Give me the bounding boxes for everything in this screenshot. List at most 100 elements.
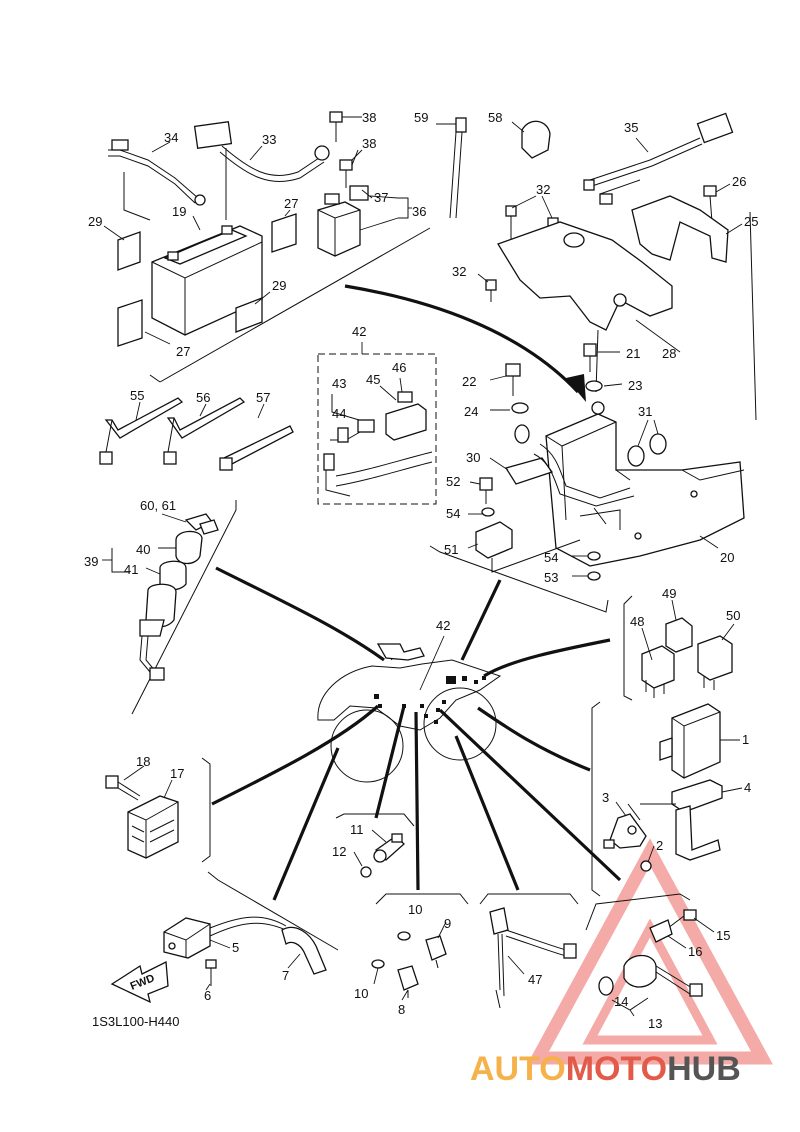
bolt-6 [205,959,217,969]
watermark-moto: MOTO [566,1050,667,1088]
callout-26: 26 [732,174,746,189]
callout-42-upper: 42 [352,324,366,339]
o-ring-12 [360,866,372,878]
bolt-18 [105,775,119,789]
grommet-31-a [627,445,645,467]
sub-harness-35 [583,112,734,205]
callout-55: 55 [130,388,144,403]
watermark-triangle-outer [527,838,773,1065]
callout-25: 25 [744,214,758,229]
callout-44: 44 [332,406,346,421]
callout-29-left: 29 [88,214,102,229]
callout-34: 34 [164,130,178,145]
callout-33: 33 [262,132,276,147]
relay-group [623,595,735,701]
ignition-group-border [131,500,237,715]
watermark-hub: HUB [667,1050,741,1088]
tray-group-border [429,545,609,613]
callout-16: 16 [688,944,702,959]
callout-51: 51 [444,542,458,557]
callout-52: 52 [446,474,460,489]
callout-57: 57 [256,390,270,405]
washer-54-lower [587,551,601,561]
sensor-11-group-border [335,813,415,827]
battery-group-border [159,227,431,383]
callout-35: 35 [624,120,638,135]
callout-43: 43 [332,376,346,391]
bolt-38-lower [339,149,359,188]
callout-48: 48 [630,614,644,629]
callout-37: 37 [374,190,388,205]
bolt-22 [505,363,521,377]
callout-38-upper: 38 [362,110,376,125]
flow-arrow-head [566,374,586,402]
callout-42-lower: 42 [436,618,450,633]
nut-2 [640,860,652,872]
starter-relay [317,185,369,257]
cable-tie-57 [223,425,294,467]
callout-49: 49 [662,586,676,601]
sensor-11-group [335,813,415,878]
ecu-bracket-4 [671,779,723,813]
sensors-8-9-10-group [371,893,469,1001]
watermark-auto: AUTO [470,1050,566,1088]
callout-13: 13 [648,1016,662,1031]
callout-50: 50 [726,608,740,623]
callout-54-upper: 54 [446,506,460,521]
cable-ties-group [99,397,294,471]
callout-5: 5 [232,940,239,955]
rectifier-group [105,757,211,863]
battery-cable-33 [221,145,323,176]
coil-group [163,871,339,991]
battery-group [108,111,431,383]
callout-27-upper: 27 [284,196,298,211]
callout-14: 14 [614,994,628,1009]
sensor-13-group-border [585,893,691,931]
grommet-31-b [649,433,667,455]
sensor-13-group [585,893,715,1017]
fuse-box-dashed-frame [317,353,437,505]
washer-23 [585,380,603,392]
callout-8: 8 [398,1002,405,1017]
callout-20: 20 [720,550,734,565]
fuse-46 [397,391,413,403]
callout-1: 1 [742,732,749,747]
relay-50 [697,635,733,681]
bolt-52 [479,477,493,491]
plug-cap-7 [281,926,327,975]
fuse-holder-45 [385,403,427,441]
bracket-43-44 [331,394,367,423]
bracket-25 [631,195,729,263]
callout-11: 11 [350,822,364,837]
sensor-13 [623,954,657,988]
clamp-16 [649,919,673,943]
collar-24 [511,402,529,414]
callout-40: 40 [136,542,150,557]
clamp-58 [521,120,551,159]
callout-30: 30 [466,450,480,465]
bracket-39 [111,548,130,573]
callout-23: 23 [628,378,642,393]
cable-tie-59 [436,117,467,219]
watermark-triangle-inner [582,918,718,1045]
callout-2: 2 [656,838,663,853]
relay-51 [475,521,513,559]
callout-21: 21 [626,346,640,361]
sensor-9 [425,935,447,961]
fuse-43 [357,419,375,433]
ignition-switch-group [102,500,237,715]
callout-38-lower: 38 [362,136,376,151]
watermark-triangle [527,838,773,1065]
fwd-arrow: FWD [110,960,169,1004]
rectifier-17 [127,795,179,859]
sensor-47-group-border [479,893,579,905]
sensor-47 [489,907,509,935]
plate-30 [504,457,554,485]
callout-19: 19 [172,204,186,219]
callout-47: 47 [528,972,542,987]
callout-27-lower: 27 [176,344,190,359]
battery-pad-27-right [271,213,297,253]
callout-36: 36 [412,204,426,219]
battery-pad-29-left [117,231,141,271]
